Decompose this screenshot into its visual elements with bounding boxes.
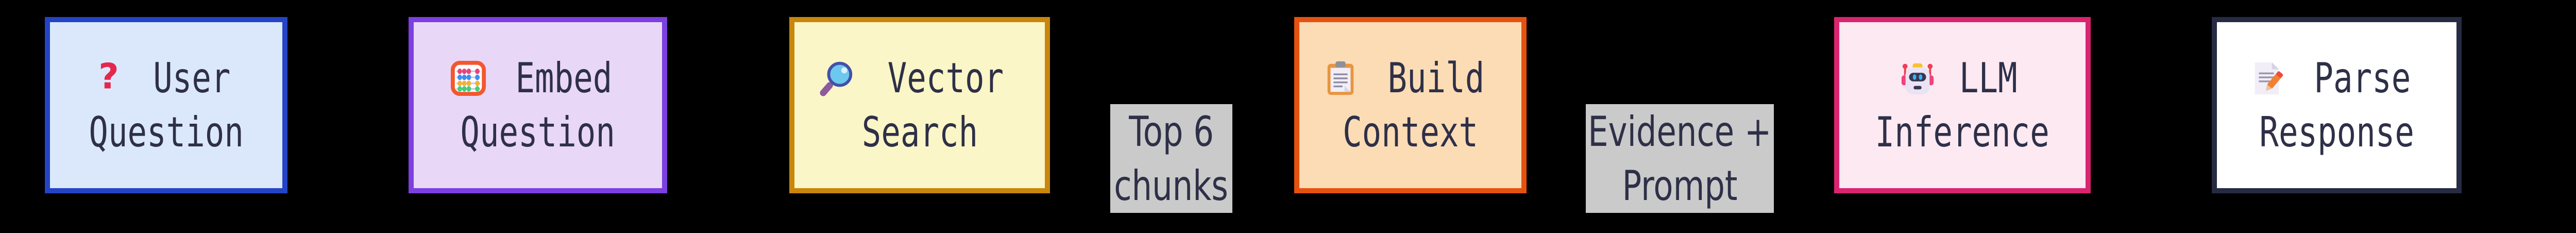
node-label-line: Inference (1851, 105, 2074, 159)
node-llm-inference: LLM Inference (1834, 17, 2091, 193)
node-label: Search (861, 108, 978, 156)
node-label: Embed (515, 54, 612, 102)
node-embed-question: Embed Question (409, 17, 667, 193)
edge-label-text: Prompt (1622, 161, 1738, 210)
node-label-line: Vector (819, 51, 1020, 105)
node-label-line: Build (1323, 51, 1498, 105)
edge-label-text: Evidence + (1588, 107, 1772, 156)
edge-label-text: chunks (1114, 161, 1229, 210)
node-vector-search: Vector Search (789, 17, 1050, 193)
node-label: Question (89, 108, 244, 156)
node-label-line: Embed (450, 51, 626, 105)
node-label-line: LLM (1900, 51, 2026, 105)
edge-label-line: Evidence + (1562, 105, 1797, 159)
svg-text:?: ? (98, 60, 118, 96)
node-parse-response: Parse Response (2212, 17, 2462, 193)
clipboard-icon (1323, 60, 1359, 96)
node-label: LLM (1959, 54, 2018, 102)
node-label: Context (1343, 108, 1478, 156)
node-label-line: Question (67, 105, 265, 159)
node-label: Inference (1875, 108, 2050, 156)
edge-label-line: Prompt (1606, 159, 1754, 213)
node-user-question: ? User Question (45, 17, 287, 193)
abacus-icon (450, 60, 486, 96)
edge-label-line: chunks (1098, 159, 1244, 213)
edge-label-top-6-chunks: Top 6 chunks (1110, 104, 1232, 213)
magnifier-icon (819, 60, 856, 96)
edge-label-line: Top 6 (1117, 105, 1226, 159)
edge-label-text: Top 6 (1129, 107, 1214, 156)
node-label-line: Search (845, 105, 994, 159)
node-build-context: Build Context (1294, 17, 1527, 193)
memo-icon (2249, 60, 2285, 96)
question-mark-icon: ? (91, 60, 127, 96)
node-label: Build (1387, 54, 1485, 102)
node-label-line: Response (2238, 105, 2436, 159)
node-label: Response (2259, 108, 2414, 156)
robot-icon (1900, 60, 1936, 96)
node-label: Question (460, 108, 616, 156)
node-label-line: Context (1324, 105, 1497, 159)
node-label-line: Question (438, 105, 637, 159)
node-label-line: Parse (2249, 51, 2425, 105)
edge-label-evidence-prompt: Evidence + Prompt (1586, 104, 1774, 213)
node-label: Parse (2314, 54, 2411, 102)
node-label: Vector (887, 54, 1004, 102)
node-label-line: ? User (91, 51, 242, 105)
node-label: User (153, 54, 231, 102)
